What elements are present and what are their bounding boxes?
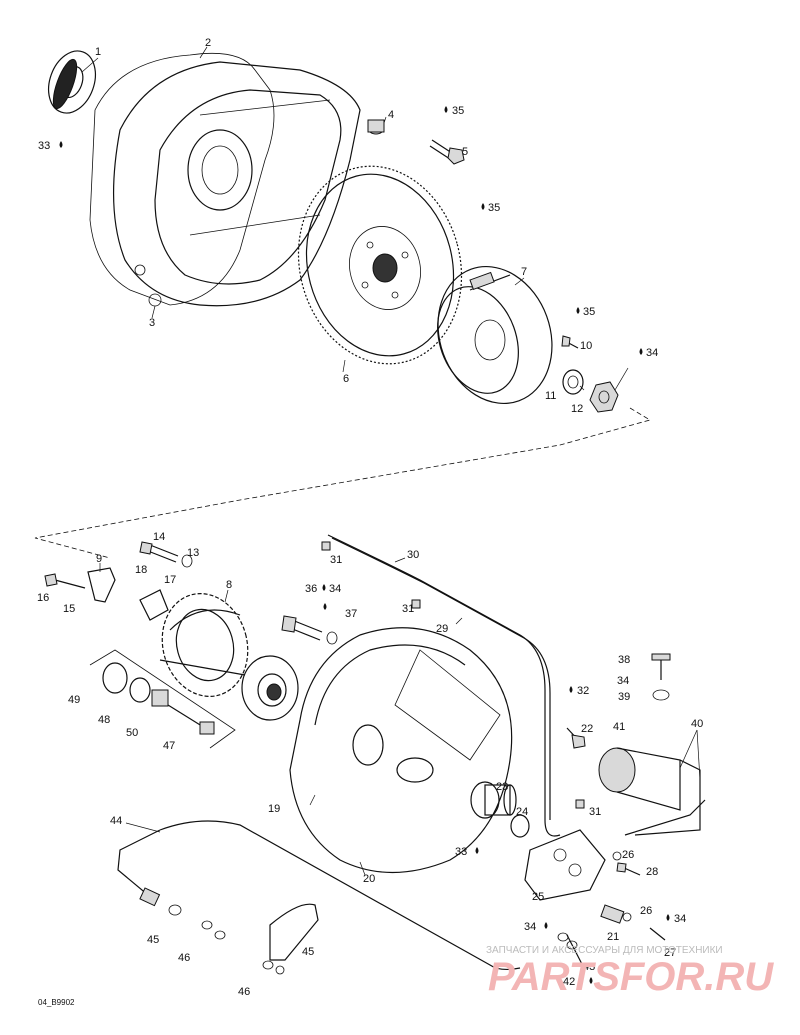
label-34d: 34 [524, 921, 536, 933]
label-41: 41 [613, 721, 625, 733]
starter-gear-part-23 [470, 781, 530, 838]
label-31b: 31 [402, 603, 414, 615]
label-26a: 26 [622, 849, 634, 861]
label-10: 10 [580, 340, 592, 352]
label-12: 12 [571, 403, 583, 415]
bolt-part-28 [612, 851, 641, 922]
label-46b: 46 [238, 986, 250, 998]
label-16: 16 [37, 592, 49, 604]
watermark-brand: PARTSFOR.RU [488, 955, 774, 999]
bolt-part-38 [651, 653, 671, 701]
label-38: 38 [618, 654, 630, 666]
label-1: 1 [95, 46, 101, 58]
label-33b: 33 [455, 846, 467, 858]
label-31c: 31 [589, 806, 601, 818]
label-18: 18 [135, 564, 147, 576]
lubricant-drop-markers [59, 106, 670, 984]
screw-part-10 [561, 335, 579, 349]
label-30: 30 [407, 549, 419, 561]
label-49: 49 [68, 694, 80, 706]
bracket-part-9 [44, 567, 116, 603]
terminal-parts-42-43 [557, 904, 666, 971]
starter-motor-part-41 [598, 729, 706, 836]
label-21: 21 [607, 931, 619, 943]
magneto-cover-part-19 [289, 627, 513, 873]
label-35c: 35 [583, 306, 595, 318]
label-13: 13 [187, 547, 199, 559]
trigger-coil-part-17 [139, 589, 169, 621]
label-45a: 45 [147, 934, 159, 946]
clip-part-31 [321, 541, 585, 809]
label-33a: 33 [38, 140, 50, 152]
label-42: 42 [563, 976, 575, 988]
label-26b: 26 [640, 905, 652, 917]
dowel-part-4 [367, 119, 385, 135]
label-45b: 45 [302, 946, 314, 958]
label-37: 37 [345, 608, 357, 620]
label-17: 17 [164, 574, 176, 586]
label-20: 20 [363, 873, 375, 885]
label-32: 32 [577, 685, 589, 697]
cable-part-30 [327, 534, 561, 837]
label-35b: 35 [488, 202, 500, 214]
label-34b: 34 [329, 583, 341, 595]
label-5: 5 [462, 146, 468, 158]
stator-part-8 [159, 593, 249, 697]
oil-seal-part-1 [48, 50, 96, 114]
label-43: 43 [583, 961, 595, 973]
screw-part-5 [429, 139, 465, 165]
label-34c: 34 [617, 675, 629, 687]
label-23: 23 [496, 781, 508, 793]
flywheel-part-7 [437, 265, 553, 405]
label-44: 44 [110, 815, 122, 827]
solenoid-part-25 [524, 829, 606, 901]
label-50: 50 [126, 727, 138, 739]
label-15: 15 [63, 603, 75, 615]
ring-gear-part-6 [297, 165, 463, 365]
section-divider [34, 407, 652, 559]
label-8: 8 [226, 579, 232, 591]
label-6: 6 [343, 373, 349, 385]
rotor-hub [241, 655, 299, 721]
label-24: 24 [516, 806, 528, 818]
label-31a: 31 [330, 554, 342, 566]
label-25: 25 [532, 891, 544, 903]
label-34a: 34 [646, 347, 658, 359]
label-3: 3 [149, 317, 155, 329]
label-11: 11 [545, 390, 556, 402]
leader-lines [81, 46, 629, 876]
label-34e: 34 [674, 913, 686, 925]
magneto-housing-part-3 [112, 61, 361, 307]
label-35a: 35 [452, 105, 464, 117]
bolt-part-22 [566, 727, 586, 749]
label-2: 2 [205, 37, 211, 49]
label-36: 36 [305, 583, 317, 595]
terminal-parts-45-46 [139, 887, 319, 975]
label-39: 39 [618, 691, 630, 703]
sensor-subassembly [89, 649, 236, 749]
label-28: 28 [646, 866, 658, 878]
label-9: 9 [96, 553, 102, 565]
label-19: 19 [268, 803, 280, 815]
screw-part-14 [139, 541, 193, 568]
nut-part-12 [589, 381, 619, 413]
watermark-tagline: ЗАПЧАСТИ И АКСЕССУАРЫ ДЛЯ МОТОТЕХНИКИ [486, 945, 723, 956]
label-47: 47 [163, 740, 175, 752]
label-40: 40 [691, 718, 703, 730]
diagram-code: 04_B9902 [38, 998, 75, 1007]
cable-part-44 [117, 820, 521, 971]
label-27: 27 [664, 947, 676, 959]
washer-part-11 [562, 369, 584, 395]
label-46a: 46 [178, 952, 190, 964]
label-29: 29 [436, 623, 448, 635]
label-48: 48 [98, 714, 110, 726]
label-14: 14 [153, 531, 165, 543]
gasket-part-2 [89, 52, 275, 306]
part-labels: 1 2 3 4 5 6 7 8 9 10 11 12 13 14 15 16 1… [37, 37, 703, 998]
bolt-part-36 [281, 615, 338, 645]
label-7: 7 [521, 266, 527, 278]
label-4: 4 [388, 109, 394, 121]
label-22: 22 [581, 723, 593, 735]
